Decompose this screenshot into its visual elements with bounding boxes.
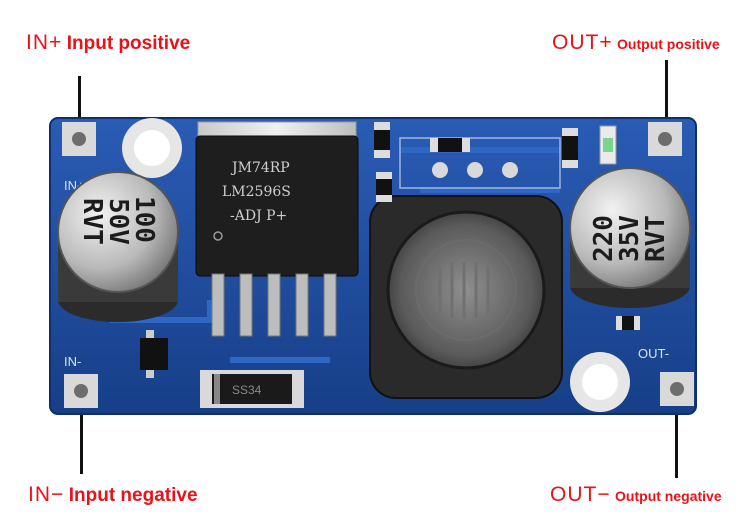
in-negative-pad [64, 374, 98, 408]
in-negative-pin: IN− [28, 483, 65, 506]
cap-left-value: 100 [129, 196, 159, 243]
schottky-diode: SS34 [200, 370, 304, 408]
silk-in-negative: IN- [64, 354, 81, 369]
chip-line-2: LM2596S [222, 184, 291, 200]
out-positive-desc: Output positive [617, 36, 720, 52]
mounting-hole-top-left [122, 118, 182, 178]
out-negative-label: OUT− Output negative [550, 484, 722, 505]
chip-line-1: JM74RP [230, 160, 290, 176]
in-negative-label: IN− Input negative [28, 484, 198, 505]
mounting-hole-bottom-right [570, 352, 630, 412]
silk-box [399, 137, 561, 189]
lm2596-regulator-chip: JM74RP LM2596S -ADJ P+ [195, 121, 359, 337]
in-positive-leader [78, 76, 81, 130]
out-negative-leader [675, 396, 678, 478]
cap-right-voltage: 35V [615, 215, 645, 262]
out-negative-pin: OUT− [550, 483, 611, 506]
cap-left-brand: RVT [77, 198, 107, 245]
in-negative-desc: Input negative [68, 485, 198, 506]
chip-legs [211, 273, 337, 337]
smd-resistor-mid [376, 172, 392, 202]
chip-line-3: -ADJ P+ [230, 208, 287, 224]
smd-resistor-feedback [430, 138, 470, 152]
in-positive-desc: Input positive [66, 33, 191, 54]
cap-right-value: 220 [589, 215, 619, 262]
power-led [599, 125, 617, 165]
out-negative-pad [660, 372, 694, 406]
diode-marking: SS34 [232, 383, 262, 397]
silk-out-negative: OUT- [638, 346, 669, 361]
smd-resistor-bottom [616, 316, 640, 330]
out-positive-leader [665, 60, 668, 128]
smd-resistor-top [374, 122, 390, 158]
in-positive-label: IN+ Input positive [26, 32, 190, 53]
in-positive-pad [62, 122, 96, 156]
smd-transistor [140, 330, 168, 378]
output-capacitor: 220 35V RVT [569, 167, 691, 308]
out-positive-pin: OUT+ [552, 31, 613, 54]
inductor-coil [369, 195, 563, 399]
cap-right-brand: RVT [641, 215, 671, 262]
out-negative-desc: Output negative [615, 488, 722, 504]
cap-left-voltage: 50V [103, 198, 133, 245]
out-positive-label: OUT+ Output positive [552, 32, 720, 53]
via-holes [432, 162, 518, 178]
in-positive-pin: IN+ [26, 31, 63, 54]
out-positive-pad [648, 122, 682, 156]
copper-traces [110, 147, 560, 363]
input-capacitor: 100 50V RVT [57, 171, 179, 322]
smd-capacitor-right [562, 128, 578, 168]
in-negative-leader [80, 396, 83, 474]
